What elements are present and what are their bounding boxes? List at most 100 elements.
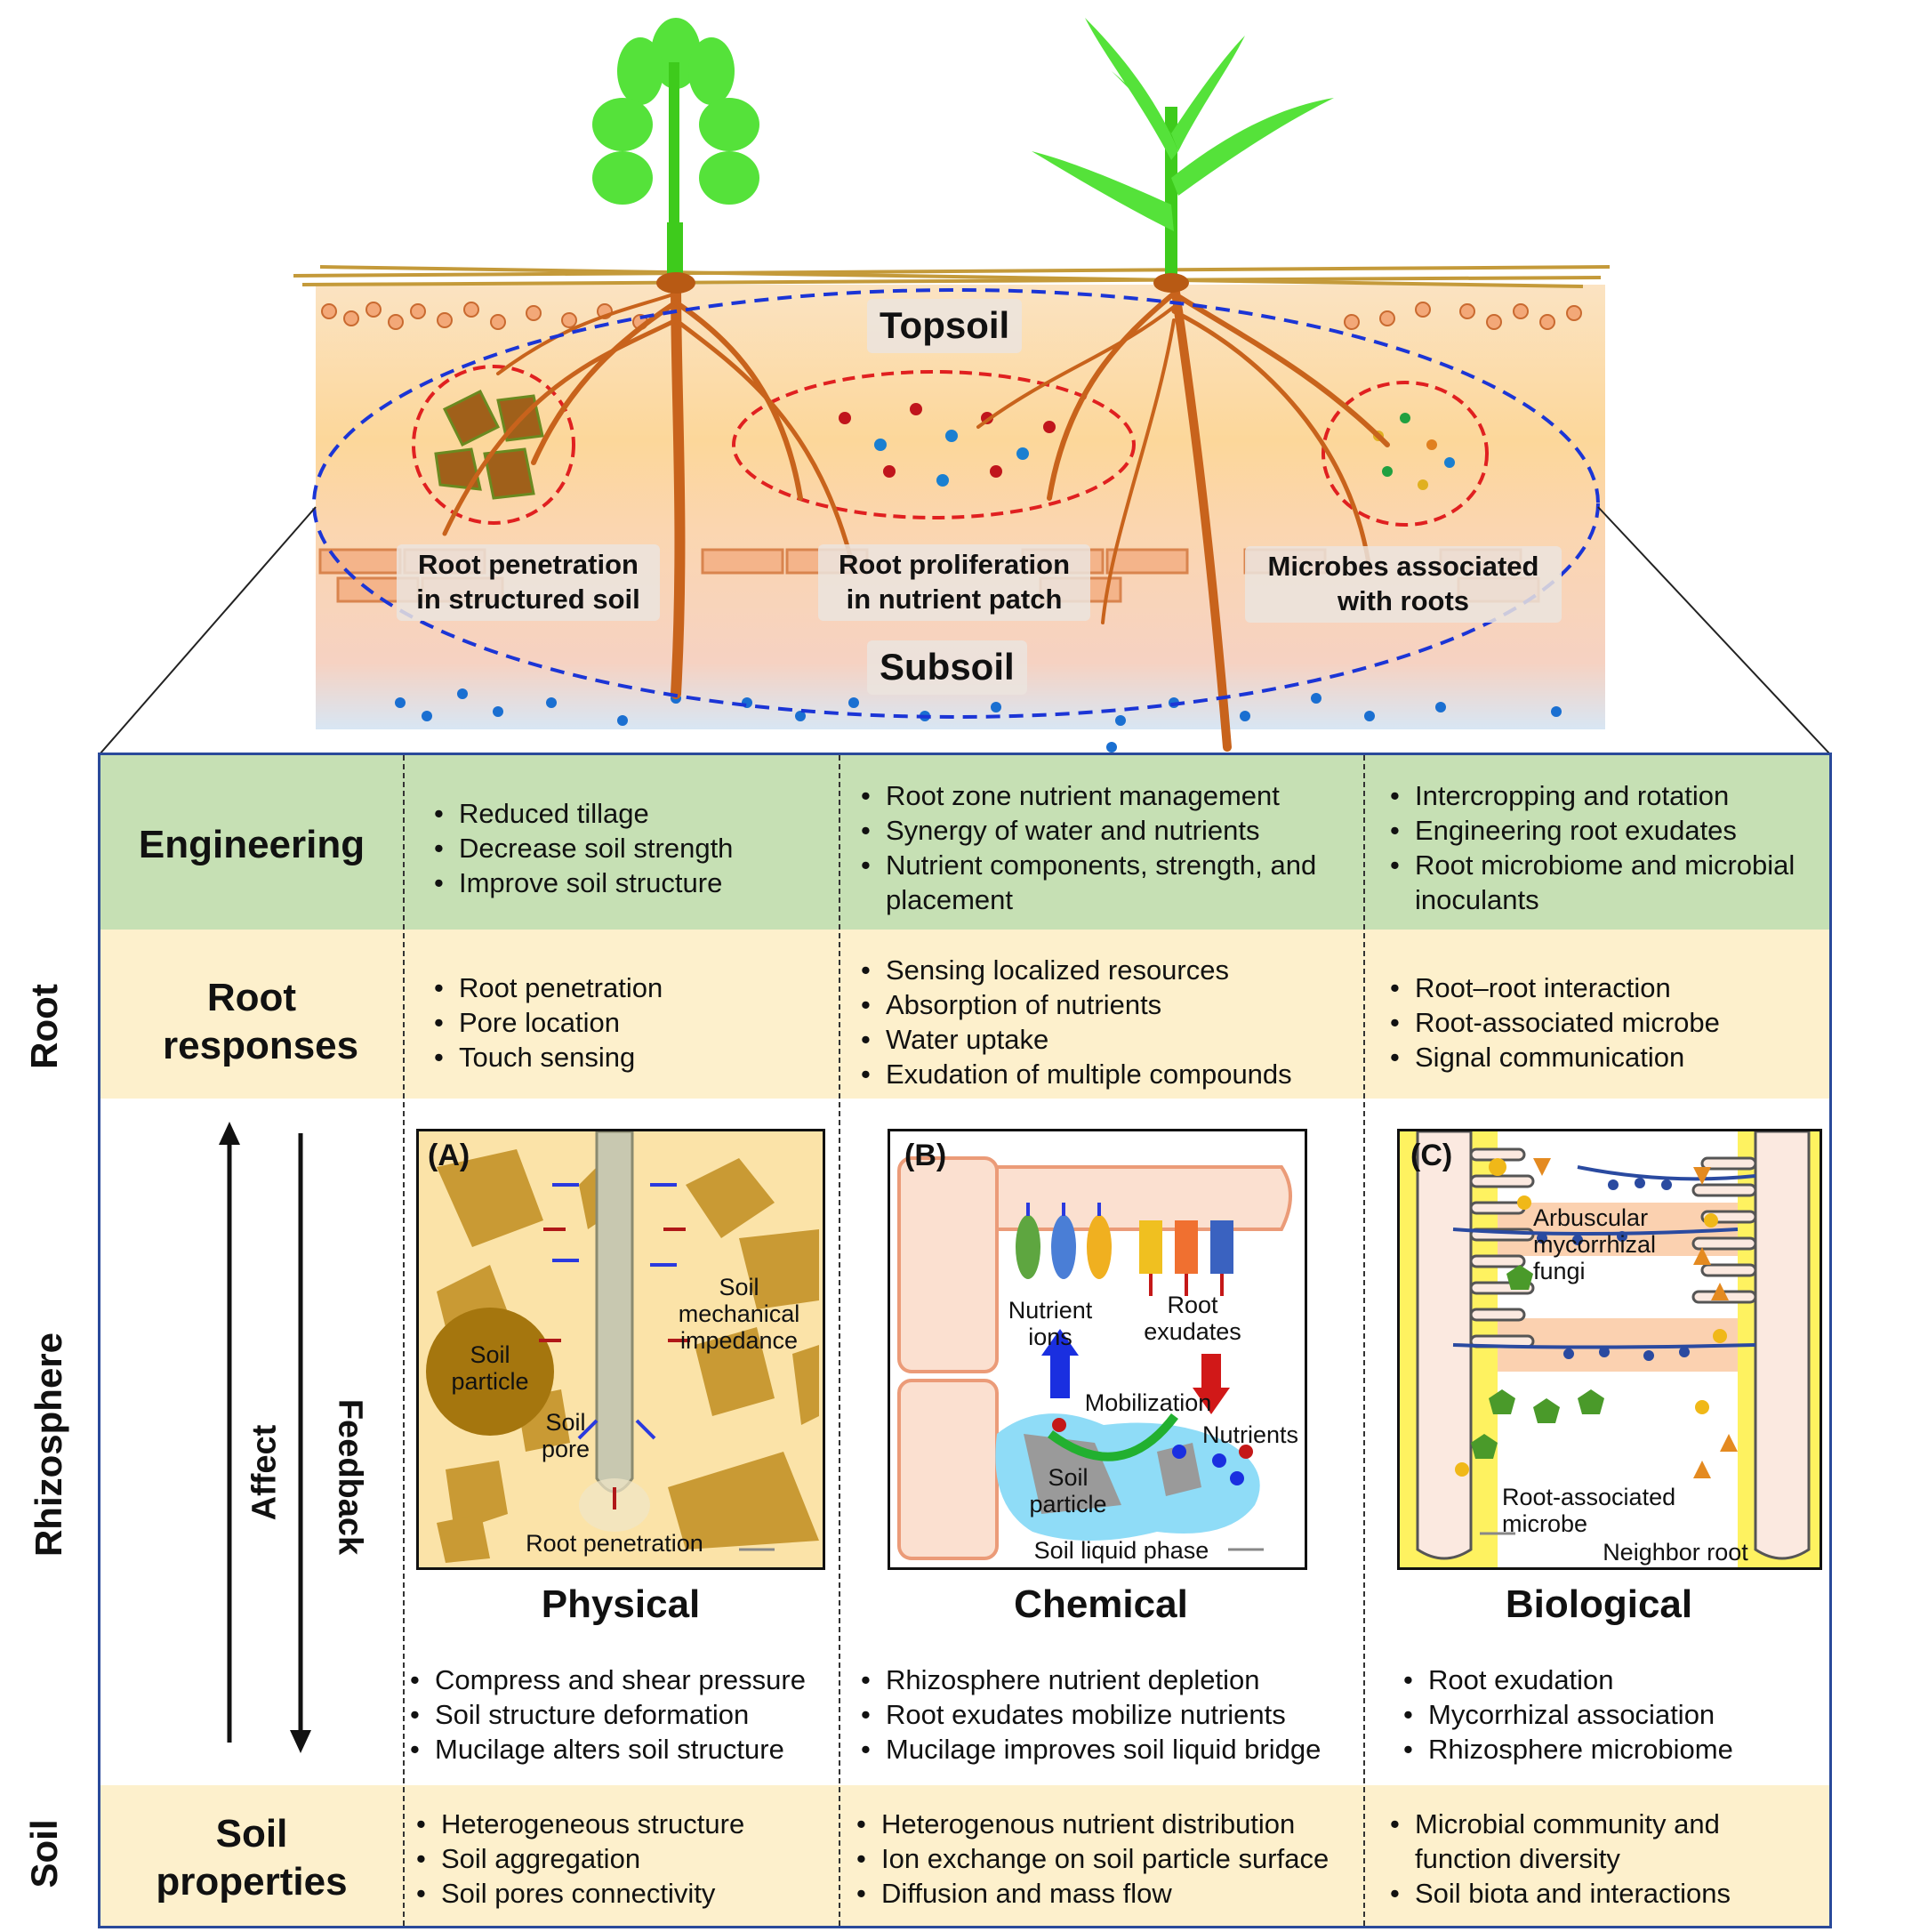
bullet-item: Soil aggregation	[416, 1841, 744, 1876]
bullet-item: Decrease soil strength	[434, 831, 733, 865]
panel-a-label: (A)	[428, 1139, 470, 1172]
pressure-arrows-blue	[552, 1183, 677, 1440]
microbes-orange	[1533, 1158, 1738, 1478]
bullet-item: Engineering root exudates	[1390, 813, 1817, 848]
framework-table: Engineering Root responses Soil properti…	[98, 753, 1832, 1928]
exudation-arrow	[1193, 1388, 1230, 1414]
bullet-item: Reduced tillage	[434, 796, 733, 831]
root-tip	[595, 1131, 634, 1493]
roots	[442, 275, 1390, 752]
panel-a-soil-particle: Soil particle	[451, 1341, 529, 1396]
rhizosphere-chemical-list: Rhizosphere nutrient depletionRoot exuda…	[861, 1662, 1321, 1767]
panel-b-label: (B)	[904, 1139, 947, 1172]
transporters	[1016, 1215, 1233, 1279]
soil-particle-circle	[426, 1308, 554, 1436]
bullet-item: Touch sensing	[434, 1040, 663, 1075]
bullet-item: Mycorrhizal association	[1403, 1697, 1733, 1732]
panel-c-microbe: Root-associated microbe	[1502, 1484, 1676, 1538]
bullet-item: Water uptake	[861, 1022, 1359, 1057]
panel-a-penetration: Root penetration	[526, 1530, 703, 1557]
column-divider	[403, 755, 405, 1926]
root-left	[1416, 1131, 1473, 1560]
engineering-chemical-list: Root zone nutrient managementSynergy of …	[861, 778, 1341, 917]
bullet-item: Compress and shear pressure	[410, 1662, 806, 1697]
plant-left	[592, 18, 759, 294]
panel-c-label: (C)	[1410, 1139, 1453, 1172]
bullet-item: Heterogenous nutrient distribution	[856, 1807, 1363, 1841]
row-title-root-responses: Root responses	[163, 976, 359, 1067]
subsoil-label: Subsoil	[867, 640, 1027, 695]
panel-b-nutrient-ions: Nutrient ions	[1008, 1297, 1093, 1351]
bullet-item: Mucilage improves soil liquid bridge	[861, 1732, 1321, 1767]
fungal-hyphae	[1452, 1165, 1756, 1349]
row-title-soil-properties: Soil properties	[156, 1812, 348, 1904]
panel-b-soil-particle: Soil particle	[1029, 1464, 1107, 1518]
side-label-soil: Soil	[23, 1819, 65, 1888]
perspective-line-right	[1597, 506, 1831, 755]
engineering-biological-list: Intercropping and rotationEngineering ro…	[1390, 778, 1817, 917]
spores	[1537, 1178, 1690, 1361]
bullet-item: Absorption of nutrients	[861, 987, 1359, 1022]
feedback-arrowhead	[290, 1730, 311, 1753]
panel-c-biological: (C) Arbuscular mycorrhizal fungi Root-as…	[1397, 1129, 1822, 1570]
bullet-item: Intercropping and rotation	[1390, 778, 1817, 813]
bullet-item: Soil biota and interactions	[1390, 1876, 1817, 1911]
panel-b-root-exudates: Root exudates	[1144, 1292, 1241, 1346]
panel-a-physical: (A) Soil particle Soil pore Soil mechani…	[416, 1129, 825, 1570]
litter-layer	[293, 265, 1611, 288]
root-right	[1754, 1131, 1811, 1560]
panel-a-illustration	[426, 1131, 819, 1563]
soil-properties-physical-list: Heterogeneous structureSoil aggregationS…	[416, 1807, 744, 1911]
bullet-item: Microbial community and function diversi…	[1390, 1807, 1817, 1876]
panel-b-nutrients: Nutrients	[1201, 1421, 1299, 1448]
topsoil-label: Topsoil	[867, 299, 1023, 353]
nutrient-patch	[839, 403, 1056, 487]
bullet-item: Root penetration	[434, 970, 663, 1005]
column-divider	[1363, 755, 1365, 1926]
bullet-item: Root-associated microbe	[1390, 1005, 1817, 1040]
engineering-physical-list: Reduced tillageDecrease soil strengthImp…	[434, 796, 733, 900]
panel-a-impedance: Soil mechanical impedance	[678, 1274, 800, 1355]
bullet-item: Mucilage alters soil structure	[410, 1732, 806, 1767]
column-heading-chemical: Chemical	[1014, 1582, 1188, 1626]
microbes-yellow	[1455, 1158, 1727, 1477]
pressure-arrows-red	[539, 1228, 690, 1509]
bullet-item: Rhizosphere microbiome	[1403, 1732, 1733, 1767]
root-responses-biological-list: Root–root interactionRoot-associated mic…	[1390, 970, 1817, 1075]
perspective-line-left	[99, 506, 317, 755]
soil-scene: Topsoil Subsoil Root penetration in stru…	[0, 0, 1928, 765]
side-label-root: Root	[23, 984, 65, 1069]
bullet-item: Diffusion and mass flow	[856, 1876, 1363, 1911]
zone-penetration-label: Root penetration in structured soil	[397, 544, 660, 621]
bullet-item: Nutrient components, strength, and place…	[861, 848, 1341, 917]
bullet-item: Root exudation	[1403, 1662, 1733, 1697]
bullet-item: Root exudates mobilize nutrients	[861, 1697, 1321, 1732]
affect-label: Affect	[245, 1424, 284, 1521]
ion-dots	[1052, 1418, 1253, 1485]
soil-properties-chemical-list: Heterogenous nutrient distributionIon ex…	[856, 1807, 1363, 1911]
root-responses-chemical-list: Sensing localized resourcesAbsorption of…	[861, 953, 1359, 1091]
column-heading-physical: Physical	[541, 1582, 701, 1626]
rhizosphere-physical-list: Compress and shear pressureSoil structur…	[410, 1662, 806, 1767]
panel-b-illustration	[897, 1156, 1292, 1560]
bullet-item: Signal communication	[1390, 1040, 1817, 1075]
bullet-item: Improve soil structure	[434, 865, 733, 900]
panel-b-mobilization: Mobilization	[1084, 1389, 1212, 1416]
column-divider	[839, 755, 840, 1926]
root-responses-physical-list: Root penetrationPore locationTouch sensi…	[434, 970, 663, 1075]
affect-arrowhead	[219, 1122, 240, 1145]
zone-proliferation-label: Root proliferation in nutrient patch	[818, 544, 1090, 621]
row-title-engineering: Engineering	[138, 823, 366, 866]
bullet-item: Pore location	[434, 1005, 663, 1040]
bullet-item: Root microbiome and microbial inoculants	[1390, 848, 1817, 917]
side-label-rhizosphere: Rhizosphere	[28, 1332, 69, 1558]
column-heading-biological: Biological	[1505, 1582, 1693, 1626]
rhizosphere-boundary	[312, 288, 1600, 719]
panel-b-chemical: (B) Nutrient ions Root exudates Mobiliza…	[888, 1129, 1307, 1570]
bullet-item: Rhizosphere nutrient depletion	[861, 1662, 1321, 1697]
bullet-item: Root–root interaction	[1390, 970, 1817, 1005]
bullet-item: Soil structure deformation	[410, 1697, 806, 1732]
bullet-item: Soil pores connectivity	[416, 1876, 744, 1911]
mobilization-arrow	[1048, 1413, 1178, 1461]
microbes-green	[1471, 1265, 1604, 1459]
